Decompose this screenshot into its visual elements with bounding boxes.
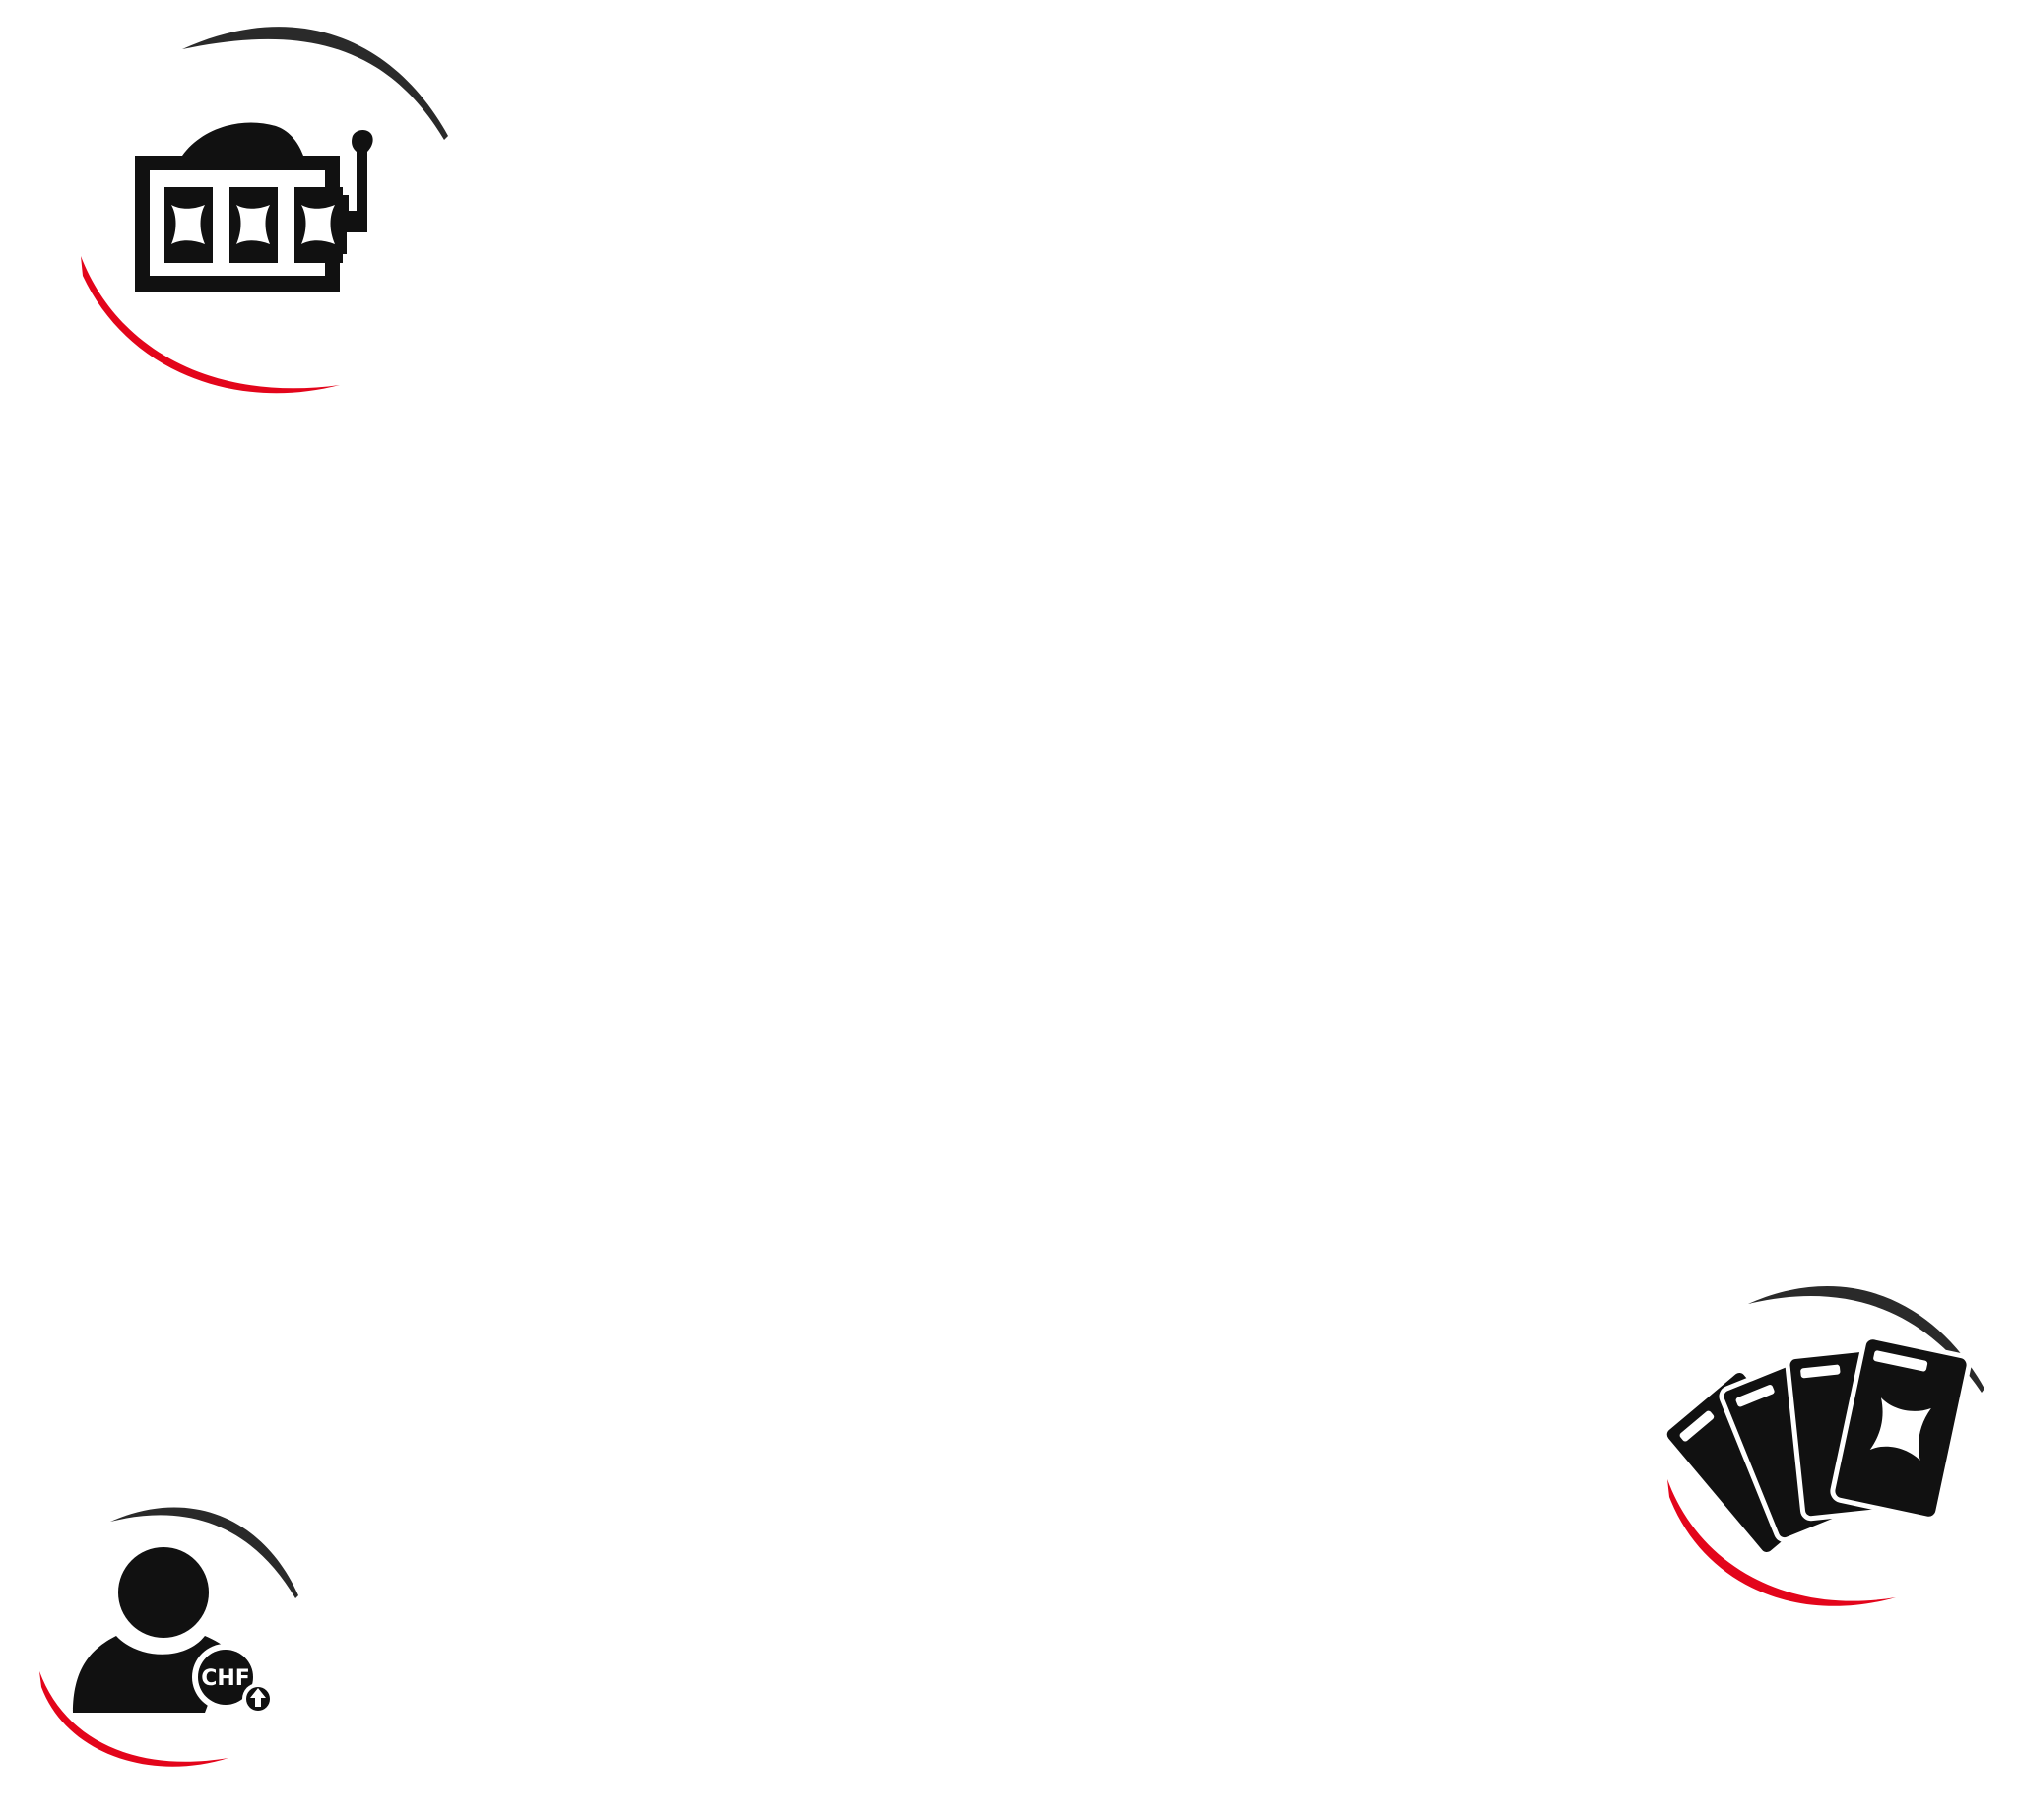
arc-dark <box>182 27 448 141</box>
playing-cards-icon <box>1666 1286 1984 1606</box>
user-body <box>73 1636 228 1713</box>
slot-machine-body <box>135 122 373 292</box>
reel-3-diamond-icon <box>301 205 335 244</box>
arc-dark <box>110 1507 298 1598</box>
card-4-label <box>1873 1350 1928 1372</box>
playing-cards-badge[interactable] <box>1659 1280 2004 1625</box>
arc-dark <box>1748 1286 1984 1393</box>
user-head <box>118 1547 209 1638</box>
arrow-up-icon <box>250 1688 266 1707</box>
slot-machine-icon <box>81 27 448 394</box>
card-3-label <box>1800 1364 1841 1379</box>
reel-1-diamond-icon <box>171 205 205 244</box>
chf-coin-face <box>198 1650 253 1705</box>
user-deposit-badge[interactable]: CHF <box>32 1502 317 1788</box>
reel-2-diamond-icon <box>236 205 270 244</box>
chf-label: CHF <box>201 1666 250 1691</box>
card-4-diamond-icon <box>1869 1398 1931 1461</box>
user-deposit-icon: CHF <box>39 1507 298 1767</box>
card-1-label <box>1679 1410 1715 1442</box>
card-2-label <box>1735 1385 1775 1407</box>
slot-machine-badge[interactable] <box>69 18 463 412</box>
